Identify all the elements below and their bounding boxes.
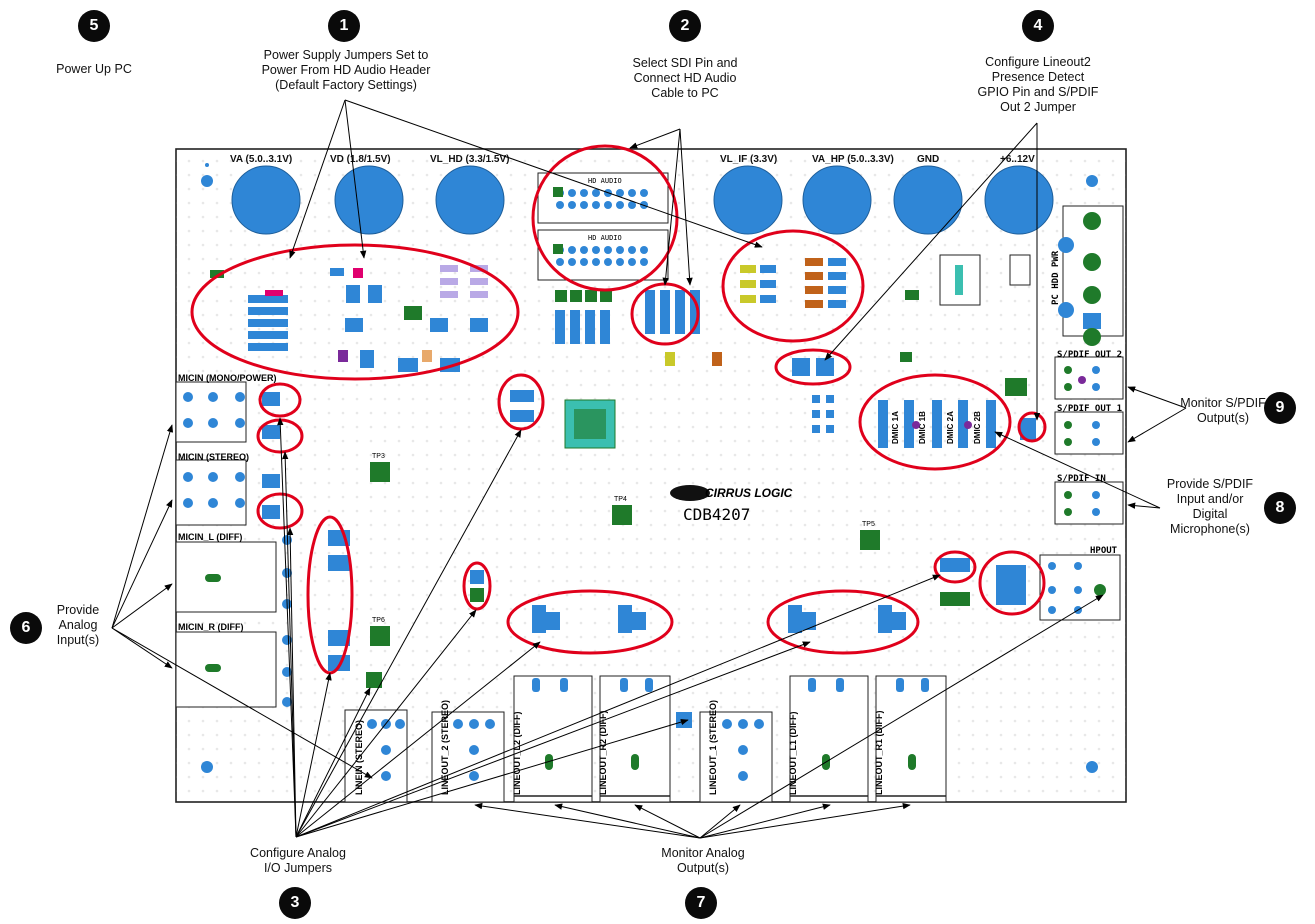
power-jumper-components (210, 265, 488, 351)
arrows-callout-9 (1127, 386, 1187, 443)
callout-9-text: Monitor S/PDIF Output(s) (1180, 396, 1266, 425)
svg-text:TP6: TP6 (372, 617, 385, 624)
svg-text:HPOUT: HPOUT (1090, 546, 1118, 556)
supply-labels: VA (5.0..3.1V) VD (1.8/1.5V) VL_HD (3.3/… (230, 154, 1035, 165)
svg-text:TP4: TP4 (614, 496, 627, 503)
svg-text:LINEOUT_L1 (DIFF): LINEOUT_L1 (DIFF) (788, 712, 798, 796)
callout-1-badge: 1 (328, 10, 360, 42)
pc-hdd-power-connector: PC HDD PWR (1051, 205, 1124, 346)
svg-text:+6..12V: +6..12V (1000, 154, 1035, 165)
arrows-callout-4 (824, 122, 1041, 421)
analog-io-jumpers-left (262, 392, 382, 688)
callout-5-badge: 5 (78, 10, 110, 42)
mic-input-connectors: MICIN (MONO/POWER) MICIN (STEREO) MICIN_… (175, 373, 292, 708)
svg-text:GND: GND (917, 154, 939, 165)
svg-text:LINEOUT_R1 (DIFF): LINEOUT_R1 (DIFF) (874, 710, 884, 795)
codec-chip (564, 399, 616, 449)
output-connectors: LINEIN (STEREO) LINEOUT_2 (STEREO) LINEO… (344, 675, 947, 803)
callout-6-text: Provide Analog Input(s) (56, 603, 100, 647)
hd-audio-headers: HD AUDIO HD AUDIO (537, 172, 669, 281)
svg-text:MICIN_L (DIFF): MICIN_L (DIFF) (178, 532, 242, 542)
arrows-callout-3 (277, 417, 941, 838)
callout-4-text: Configure Lineout2 Presence Detect GPIO … (977, 55, 1099, 114)
output-jumpers (470, 558, 970, 728)
callout-3-badge: 3 (279, 887, 311, 919)
svg-text:VL_HD (3.3/1.5V): VL_HD (3.3/1.5V) (430, 154, 509, 165)
callout-1-text: Power Supply Jumpers Set to Power From H… (261, 48, 431, 92)
arrows-callout-1 (289, 99, 763, 259)
svg-text:HD AUDIO: HD AUDIO (588, 177, 622, 185)
svg-text:S/PDIF OUT 1: S/PDIF OUT 1 (1057, 404, 1122, 414)
callout-9-badge: 9 (1264, 392, 1296, 424)
svg-text:HD AUDIO: HD AUDIO (588, 234, 622, 242)
svg-text:MICIN (MONO/POWER): MICIN (MONO/POWER) (178, 373, 277, 383)
spdif-connectors: S/PDIF OUT 2 S/PDIF OUT 1 S/PDIF IN (1054, 350, 1124, 525)
mounting-holes (201, 163, 1098, 773)
arrows-callout-8 (994, 431, 1161, 509)
dmic-jumpers: DMIC 1A DMIC 1B DMIC 2A DMIC 2B (878, 400, 1036, 448)
svg-text:DMIC 2B: DMIC 2B (973, 411, 982, 444)
arrows-callout-6 (111, 424, 373, 779)
svg-text:DMIC 1B: DMIC 1B (918, 411, 927, 444)
callout-7-text: Monitor Analog Output(s) (661, 846, 745, 875)
svg-text:PC HDD PWR: PC HDD PWR (1051, 250, 1061, 305)
svg-text:LINEOUT_1 (STEREO): LINEOUT_1 (STEREO) (708, 700, 718, 795)
callout-5-text: Power Up PC (56, 62, 132, 76)
svg-text:MICIN_R (DIFF): MICIN_R (DIFF) (178, 622, 244, 632)
svg-text:VD (1.8/1.5V): VD (1.8/1.5V) (330, 154, 391, 165)
sdi-select-components (555, 290, 700, 344)
center-components (338, 350, 834, 433)
svg-text:TP5: TP5 (862, 521, 875, 528)
callout-2-text: Select SDI Pin and Connect HD Audio Cabl… (632, 56, 738, 100)
svg-text:DMIC 1A: DMIC 1A (891, 411, 900, 444)
svg-text:LINEOUT_R2 (DIFF): LINEOUT_R2 (DIFF) (598, 710, 608, 795)
arrows-callout-7 (474, 594, 1104, 839)
arrows-callout-2 (629, 128, 693, 286)
supply-terminals (231, 165, 1054, 235)
callout-3-text: Configure Analog I/O Jumpers (250, 846, 346, 875)
callout-4-badge: 4 (1022, 10, 1054, 42)
svg-text:DMIC 2A: DMIC 2A (946, 411, 955, 444)
svg-text:VA (5.0..3.1V): VA (5.0..3.1V) (230, 154, 292, 165)
svg-text:MICIN (STEREO): MICIN (STEREO) (178, 452, 249, 462)
cirrus-logo: CIRRUS LOGIC CDB4207 (670, 485, 793, 524)
svg-text:S/PDIF OUT 2: S/PDIF OUT 2 (1057, 350, 1122, 360)
svg-text:CDB4207: CDB4207 (683, 505, 750, 524)
svg-text:VL_IF (3.3V): VL_IF (3.3V) (720, 154, 777, 165)
svg-text:VA_HP (5.0..3.3V): VA_HP (5.0..3.3V) (812, 154, 894, 165)
callout-8-text: Provide S/PDIF Input and/or Digital Micr… (1166, 477, 1254, 536)
hpout-connector: HPOUT (996, 546, 1121, 621)
highlight-rings (190, 144, 1047, 675)
svg-text:TP3: TP3 (372, 453, 385, 460)
callout-6-badge: 6 (10, 612, 42, 644)
callout-2-badge: 2 (669, 10, 701, 42)
svg-text:LINEOUT_2 (STEREO): LINEOUT_2 (STEREO) (440, 700, 450, 795)
callout-8-badge: 8 (1264, 492, 1296, 524)
callout-7-badge: 7 (685, 887, 717, 919)
svg-text:S/PDIF IN: S/PDIF IN (1057, 474, 1106, 484)
svg-text:CIRRUS LOGIC: CIRRUS LOGIC (705, 486, 793, 500)
